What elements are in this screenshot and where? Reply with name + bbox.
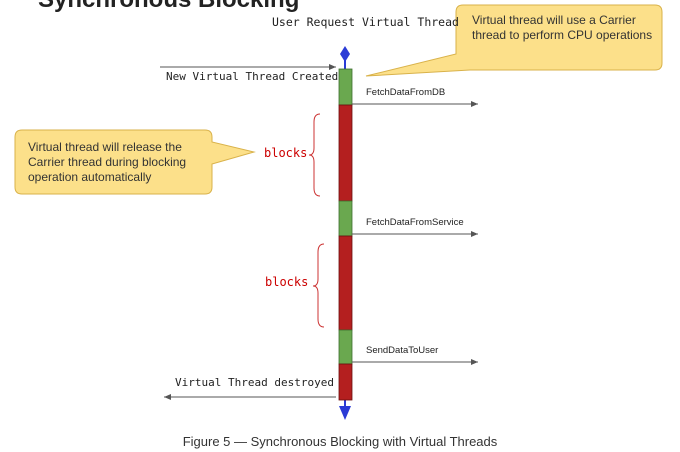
block-brace-1 — [308, 113, 321, 197]
figure-caption: Figure 5 — Synchronous Blocking with Vir… — [182, 434, 498, 449]
running-segment-3 — [338, 329, 353, 365]
thread-title: User Request Virtual Thread — [272, 15, 459, 29]
created-label: New Virtual Thread Created — [166, 70, 339, 83]
cpu-callout-text: Virtual thread will use a Carrier thread… — [472, 13, 653, 42]
blocked-segment-3 — [338, 363, 353, 401]
blocked-segment-2 — [338, 235, 353, 331]
destroyed-label: Virtual Thread destroyed — [175, 376, 334, 389]
operation-label-2: FetchDataFromService — [366, 217, 464, 228]
operation-label-3: SendDataToUser — [366, 345, 439, 356]
release-callout-text: Virtual thread will release the Carrier … — [28, 140, 187, 184]
blocks-label-2: blocks — [265, 275, 309, 289]
release-callout-bubble — [14, 129, 256, 195]
blocked-segment-1 — [338, 104, 353, 202]
running-segment-2 — [338, 200, 353, 237]
operation-label-1: FetchDataFromDB — [366, 87, 446, 98]
clipped-header: Synchronous Blocking — [38, 0, 299, 14]
thread-end-arrow-icon — [339, 406, 351, 420]
blocks-label-1: blocks — [264, 146, 308, 160]
block-brace-2 — [312, 243, 325, 328]
cpu-callout-bubble — [365, 4, 663, 77]
thread-start-diamond-icon — [340, 46, 350, 62]
running-segment-1 — [338, 68, 353, 106]
